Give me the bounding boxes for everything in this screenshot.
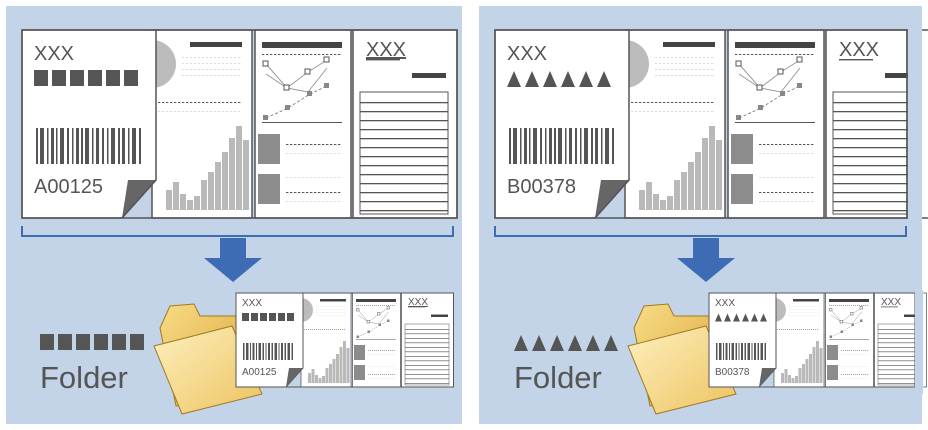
right-folder-label: Folder bbox=[514, 360, 602, 395]
right-small-page-title: XXX bbox=[881, 297, 901, 308]
right-small-sheet-header: XXX bbox=[715, 298, 735, 309]
left-page-title: XXX bbox=[366, 39, 406, 61]
left-down-arrow bbox=[204, 238, 262, 282]
right-sheet-header: XXX bbox=[507, 43, 547, 65]
left-small-page-title: XXX bbox=[408, 297, 428, 308]
left-sheet-square-marks bbox=[34, 70, 138, 86]
right-small-sheet-code: B00378 bbox=[715, 367, 750, 378]
left-sheet-header: XXX bbox=[34, 43, 74, 65]
right-document-stack: XXX B00378 bbox=[494, 29, 928, 219]
left-panel: XXX A00125 bbox=[6, 6, 462, 424]
right-small-document-stack: XXX B00378 XXX bbox=[708, 292, 927, 388]
right-sheet-barcode bbox=[509, 128, 614, 164]
left-small-sheet-header: XXX bbox=[242, 298, 262, 309]
left-folder-icon bbox=[153, 303, 263, 415]
right-folder-marks bbox=[514, 335, 618, 351]
left-bracket bbox=[21, 226, 454, 237]
right-down-arrow bbox=[677, 238, 735, 282]
left-sheet-barcode bbox=[36, 128, 141, 164]
left-folder-marks bbox=[40, 334, 144, 350]
left-document-stack: XXX A00125 bbox=[21, 29, 458, 219]
left-folder-label: Folder bbox=[40, 360, 128, 395]
right-sheet-triangle-marks bbox=[507, 71, 611, 87]
right-bracket bbox=[494, 226, 907, 237]
left-small-document-stack: XXX A00125 XXX bbox=[235, 292, 454, 388]
right-sheet-code: B00378 bbox=[507, 176, 576, 198]
right-page-title: XXX bbox=[839, 39, 879, 61]
left-sheet-code: A00125 bbox=[34, 176, 103, 198]
left-small-sheet-code: A00125 bbox=[242, 367, 277, 378]
right-panel: XXX B00378 bbox=[479, 6, 928, 424]
